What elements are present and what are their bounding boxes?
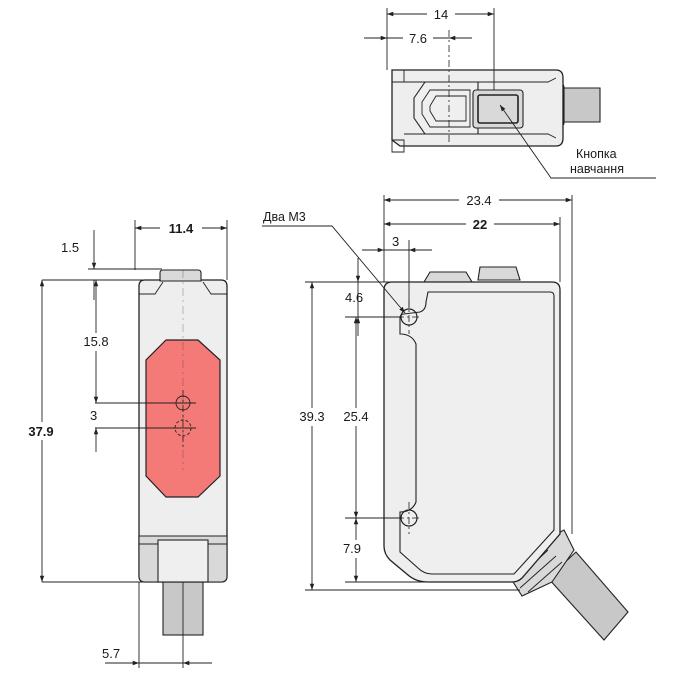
emitter-window	[145, 339, 221, 498]
dim-side-hole-pitch: 25.4	[343, 409, 368, 424]
dim-front-center-offset: 15.8	[83, 334, 108, 349]
front-view: 11.4 1.5 37.9 15.8 3 5.7	[20, 219, 228, 668]
dim-front-top-offset: 1.5	[61, 240, 79, 255]
teach-button-label-line2: навчання	[570, 162, 624, 176]
dim-front-spot-gap: 3	[90, 408, 97, 423]
dim-front-cable-offset: 5.7	[102, 646, 120, 661]
mount-holes-label: Два M3	[263, 210, 306, 224]
dim-side-body-width: 22	[473, 217, 487, 232]
top-view: 14 7.6 Кнопка навчання	[364, 5, 656, 179]
dim-top-total-width: 14	[434, 7, 448, 22]
dim-side-bottom-offset: 7.9	[343, 541, 361, 556]
dim-side-total-width: 23.4	[466, 193, 491, 208]
dim-side-hole-y: 4.6	[345, 290, 363, 305]
side-view: 23.4 22 3 4.6 39.3 25.4 7.9 Два M3	[262, 191, 629, 641]
teach-button	[472, 89, 524, 129]
teach-button-label-line1: Кнопка	[576, 147, 617, 161]
dim-top-lens-offset: 7.6	[409, 31, 427, 46]
dim-side-height: 39.3	[299, 409, 324, 424]
top-view-cable	[559, 87, 601, 123]
dim-side-hole-x: 3	[392, 234, 399, 249]
side-view-label-panel	[399, 291, 555, 575]
dim-front-height: 37.9	[28, 424, 53, 439]
dim-front-width: 11.4	[169, 221, 194, 236]
